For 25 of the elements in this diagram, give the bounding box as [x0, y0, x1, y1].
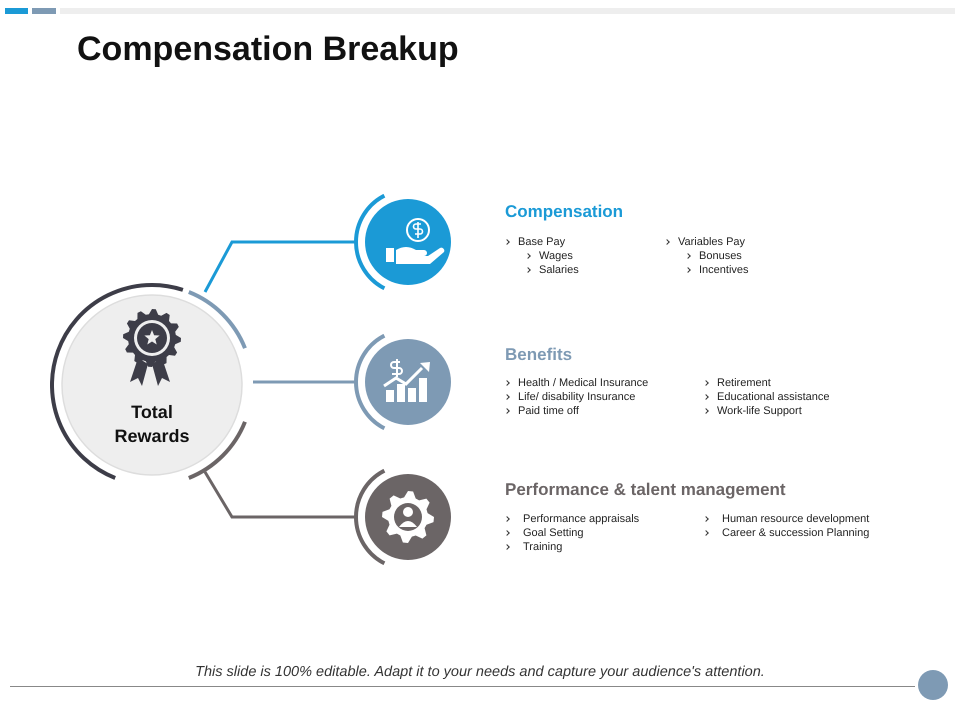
list-item: Variables Pay [678, 236, 746, 249]
list-item: Paid time off [518, 405, 579, 418]
list-item: Bonuses [699, 250, 742, 263]
list-item: Life/ disability Insurance [518, 391, 636, 404]
list-item: Retirement [717, 377, 771, 390]
connector-line [253, 380, 355, 384]
list-item: Career & succession Planning [722, 527, 870, 540]
list-item: Health / Medical Insurance [518, 377, 648, 390]
list-item: Educational assistance [717, 391, 830, 404]
footnote: This slide is 100% editable. Adapt it to your needs and capture your audience's attention. [194, 664, 766, 680]
list-item: Salaries [539, 264, 579, 277]
list-item: Work-life Support [717, 405, 802, 418]
list-item: Wages [539, 250, 573, 263]
section-heading: Compensation [505, 202, 624, 222]
list-item: Training [523, 541, 562, 554]
connector-line [204, 471, 355, 518]
list-item: Human resource development [722, 513, 870, 526]
section-heading: Benefits [505, 345, 572, 365]
list-item: Performance appraisals [523, 513, 640, 526]
list-item: Incentives [699, 264, 749, 277]
list-item: Goal Setting [523, 527, 584, 540]
list-item: Base Pay [518, 236, 566, 249]
node-label: Total Rewards [113, 401, 191, 448]
title: Compensation Breakup [77, 30, 459, 69]
section-heading: Performance & talent management [505, 480, 786, 500]
